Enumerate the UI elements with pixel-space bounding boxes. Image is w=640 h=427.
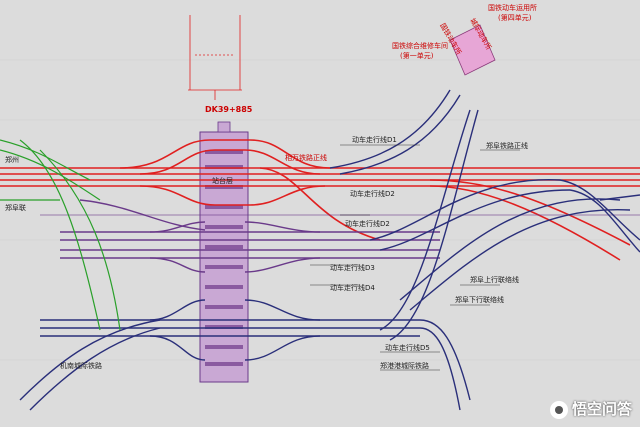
watermark: 悟空问答	[549, 398, 632, 419]
depot-label-1: 国铁动车运用所	[488, 3, 537, 12]
label-left-mid: 郑阜联	[5, 203, 26, 212]
depot-label-2: (第四单元)	[498, 13, 532, 22]
label-d1: 动车走行线D1	[352, 135, 397, 144]
maintenance-label-1: 国铁综合维修车间	[392, 41, 448, 50]
purple-tracks	[40, 199, 640, 273]
label-left-top: 郑州	[5, 156, 19, 164]
label-d2: 动车走行线D2	[345, 219, 390, 228]
green-tracks	[0, 139, 121, 331]
maintenance-label-2: (第一单元)	[400, 51, 434, 60]
top-dimension-marks	[188, 15, 242, 100]
chainage-label: DK39+885	[205, 105, 253, 114]
watermark-logo-icon	[549, 400, 568, 419]
label-d5: 动车走行线D5	[385, 343, 430, 352]
platforms	[205, 150, 243, 366]
label-airport: 机南城际铁路	[60, 361, 102, 370]
leader-lines	[310, 144, 520, 371]
label-d2-upper: 动车走行线D2	[350, 189, 395, 198]
label-gangzhou: 郑港港城际铁路	[380, 361, 429, 370]
maintenance-building	[449, 24, 496, 76]
platform-label: 站台层	[212, 176, 233, 185]
label-zhengwan-main: 郑阜铁路正线	[486, 141, 528, 150]
label-down-connecting: 郑阜下行联络线	[455, 295, 504, 304]
label-d4: 动车走行线D4	[330, 283, 375, 292]
blue-tracks	[19, 89, 640, 411]
label-main-line: 相万铁路正线	[285, 153, 327, 162]
watermark-text: 悟空问答	[571, 400, 632, 418]
label-up-connecting: 郑阜上行联络线	[470, 275, 519, 284]
label-d3: 动车走行线D3	[330, 263, 375, 272]
station-building	[199, 121, 249, 383]
red-main-tracks	[0, 139, 640, 261]
